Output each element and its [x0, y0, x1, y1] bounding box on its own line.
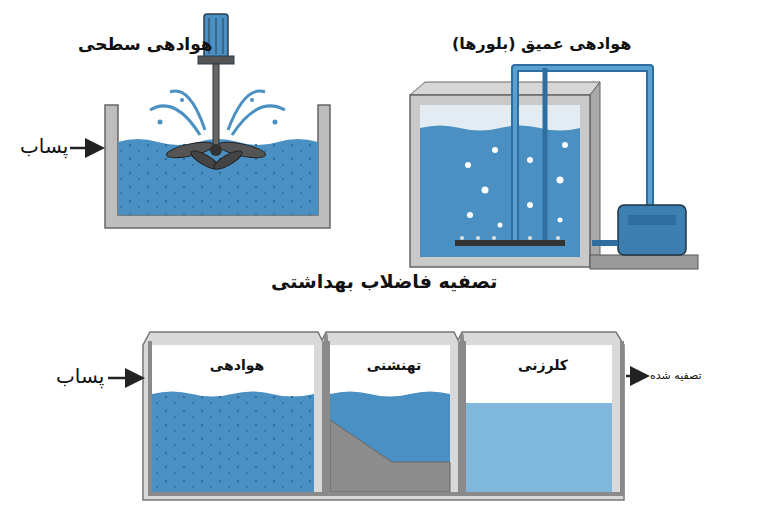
drawing-part [143, 332, 624, 500]
drawing-part [420, 105, 580, 257]
drawing-part [590, 255, 698, 269]
drawing-part [628, 215, 676, 225]
drawing-part [118, 142, 318, 215]
tank-compartment: کلرزنی [462, 341, 624, 496]
drawing-part [180, 98, 184, 102]
drawing-part [626, 375, 645, 378]
drawing-part [466, 403, 612, 492]
drawing-part [223, 18, 224, 54]
inflow-label: پساب [20, 134, 68, 158]
drawing-part [152, 392, 314, 493]
diagram-title: تصفیه فاضلاب بهداشتی [271, 270, 497, 292]
drawing-part [543, 68, 548, 240]
drawing-part [592, 240, 618, 246]
drawing-part [558, 218, 563, 223]
surface-aerator [70, 14, 330, 228]
drawing-part [158, 120, 163, 125]
drawing-part [410, 95, 590, 267]
tank-compartment: تهنشنی [326, 341, 462, 496]
drawing-part [460, 236, 464, 240]
drawing-part [455, 240, 565, 246]
drawing-part [213, 64, 219, 146]
drawing-part [250, 98, 254, 102]
drawing-part [527, 157, 533, 163]
drawing-part [410, 82, 600, 95]
drawing-part [228, 91, 265, 130]
inflow-label: پساب [56, 364, 104, 388]
drawing-part [170, 91, 205, 130]
drawing-part [528, 236, 532, 240]
drawing-part [556, 236, 560, 240]
drawing-part [420, 126, 580, 258]
drawing-part [108, 377, 140, 380]
outflow-label: تصفیه شده [650, 369, 702, 382]
drawing-part [330, 392, 450, 493]
drawing-part [232, 106, 285, 135]
drawing-part [482, 187, 489, 194]
compartment-label: کلرزنی [466, 341, 620, 373]
drawing-part [198, 56, 234, 64]
drawing-part [150, 106, 200, 135]
drawing-part [527, 202, 533, 208]
drawing-part [590, 82, 600, 267]
drawing-part [498, 223, 503, 228]
drawing-part [70, 147, 100, 150]
drawing-part [152, 396, 314, 492]
drawing-part [557, 177, 564, 184]
drawing-part [273, 120, 278, 125]
drawing-part [330, 420, 450, 492]
process-label: هوادهی عمیق (بلورها) [452, 34, 631, 53]
drawing-part [562, 142, 568, 148]
process-label: هوادهی سطحی [78, 34, 213, 54]
diffused-aeration-tank [410, 68, 698, 269]
drawing-part [118, 139, 318, 215]
drawing-part [465, 162, 471, 168]
compartment-label: تهنشنی [330, 341, 458, 373]
drawing-part [476, 236, 480, 240]
drawing-part [467, 212, 473, 218]
compartment-label: هوادهی [152, 341, 322, 373]
drawing-part [618, 205, 686, 255]
drawing-part [492, 236, 496, 240]
drawing-part [465, 142, 568, 228]
drawing-part [210, 144, 222, 156]
drawing-part [492, 147, 498, 153]
treatment-train [108, 332, 645, 500]
drawing-part [216, 18, 217, 54]
tank-compartment: هوادهی [148, 341, 326, 496]
